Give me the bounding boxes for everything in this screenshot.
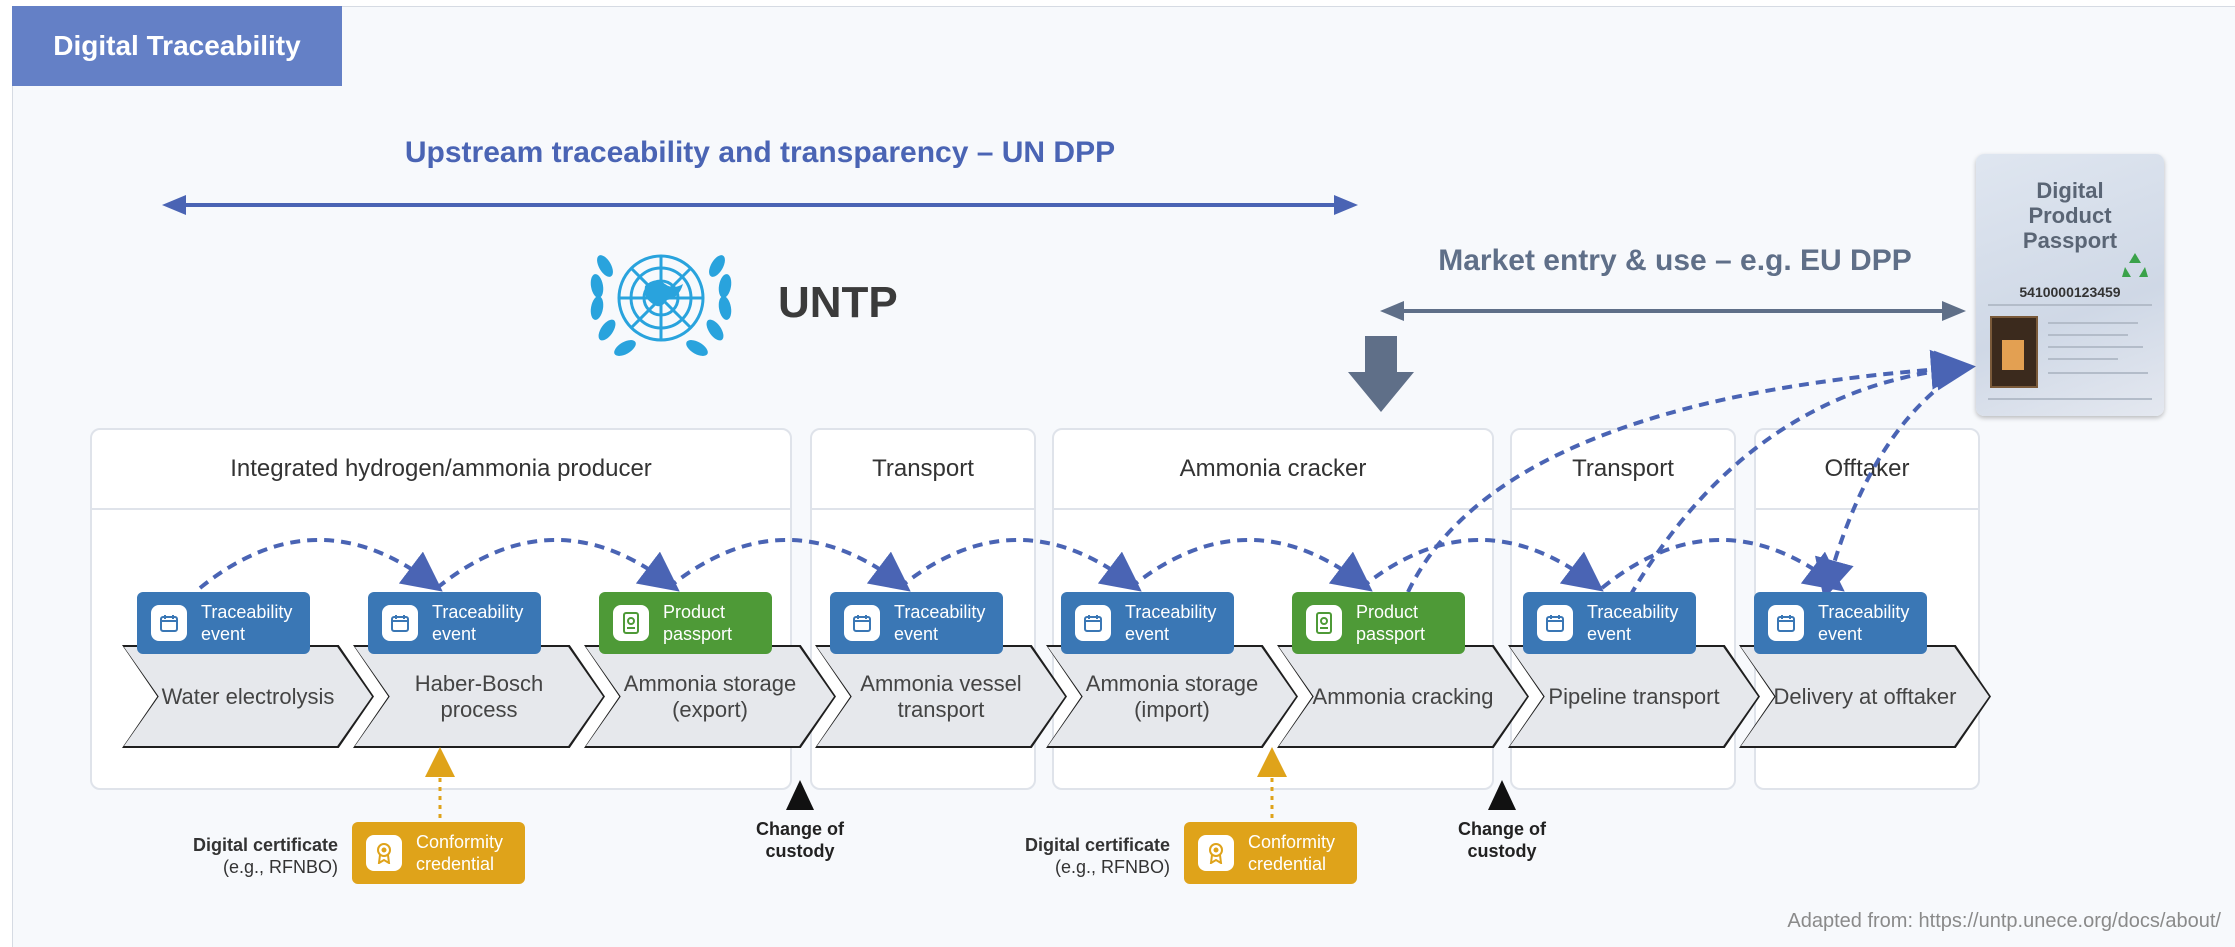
market-label: Market entry & use – e.g. EU DPP: [1438, 244, 1912, 277]
step-label: Ammonia vessel transport: [817, 647, 1065, 746]
calendar-icon: [382, 605, 418, 641]
upstream-arrow: [162, 195, 1358, 215]
page-title: Digital Traceability: [12, 6, 342, 86]
step-chevron: Pipeline transport: [1508, 645, 1760, 748]
custody-line-1: Change of: [756, 819, 844, 839]
caption-note: (e.g., RFNBO): [1054, 857, 1170, 877]
dpp-code: 5410000123459: [2019, 284, 2121, 300]
group-label: Transport: [812, 430, 1034, 510]
step-chevron: Ammonia cracking: [1277, 645, 1529, 748]
photo-icon: [1990, 316, 2038, 388]
step-label: Pipeline transport: [1510, 647, 1758, 746]
badge-label: Product passport: [663, 602, 733, 644]
upstream-label: Upstream traceability and transparency –…: [404, 136, 1116, 169]
step-chevron: Haber-Bosch process: [353, 645, 605, 748]
badge-label: Traceability event: [432, 602, 524, 644]
step-chevron: Ammonia vessel transport: [815, 645, 1067, 748]
custody-line-2: custody: [1467, 841, 1537, 861]
step-label: Haber-Bosch process: [355, 647, 603, 746]
custody-marker-icon: [1488, 780, 1516, 810]
custody-marker-icon: [786, 780, 814, 810]
step-chevron: Water electrolysis: [122, 645, 374, 748]
badge-label: Traceability event: [1587, 602, 1679, 644]
source-footnote: Adapted from: https://untp.unece.org/doc…: [1787, 910, 2221, 932]
traceability-event-badge: Traceability event: [1061, 592, 1234, 654]
badge-label: Conformity credential: [416, 832, 504, 874]
calendar-icon: [1768, 605, 1804, 641]
award-icon: [1198, 835, 1234, 871]
custody-line-1: Change of: [1458, 819, 1546, 839]
custody-line-2: custody: [765, 841, 835, 861]
badge-label: Traceability event: [201, 602, 293, 644]
digital-certificate-caption: Digital certificate (e.g., RFNBO): [138, 834, 338, 878]
passport-icon: [1306, 605, 1342, 641]
award-icon: [366, 835, 402, 871]
conformity-credential-badge: Conformity credential: [1184, 822, 1357, 884]
market-arrow: [1380, 301, 1966, 321]
conformity-credential-badge: Conformity credential: [352, 822, 525, 884]
step-chevron: Ammonia storage (import): [1046, 645, 1298, 748]
digital-certificate-caption: Digital certificate (e.g., RFNBO): [970, 834, 1170, 878]
traceability-event-badge: Traceability event: [137, 592, 310, 654]
calendar-icon: [844, 605, 880, 641]
product-passport-badge: Product passport: [1292, 592, 1465, 654]
traceability-event-badge: Traceability event: [368, 592, 541, 654]
untp-label: UNTP: [778, 278, 898, 327]
badge-label: Product passport: [1356, 602, 1426, 644]
caption-bold: Digital certificate: [192, 835, 338, 855]
divider: [2048, 322, 2138, 324]
badge-label: Traceability event: [894, 602, 986, 644]
change-of-custody-label: Change of custody: [1432, 818, 1572, 862]
step-label: Delivery at offtaker: [1741, 647, 1989, 746]
passport-icon: [613, 605, 649, 641]
traceability-event-badge: Traceability event: [1754, 592, 1927, 654]
divider: [1988, 398, 2152, 400]
caption-bold: Digital certificate: [1024, 835, 1170, 855]
caption-note: (e.g., RFNBO): [222, 857, 338, 877]
calendar-icon: [1075, 605, 1111, 641]
group-label: Integrated hydrogen/ammonia producer: [92, 430, 790, 510]
step-label: Ammonia storage (export): [586, 647, 834, 746]
step-chevron: Delivery at offtaker: [1739, 645, 1991, 748]
down-arrow-icon: [1348, 336, 1414, 412]
divider: [2048, 372, 2148, 374]
group-label: Transport: [1512, 430, 1734, 510]
dpp-title: Digital Product Passport: [2022, 178, 2118, 253]
step-label: Ammonia storage (import): [1048, 647, 1296, 746]
change-of-custody-label: Change of custody: [730, 818, 870, 862]
badge-label: Conformity credential: [1248, 832, 1336, 874]
divider: [2048, 346, 2143, 348]
calendar-icon: [151, 605, 187, 641]
badge-label: Traceability event: [1125, 602, 1217, 644]
divider: [2048, 358, 2118, 360]
step-label: Water electrolysis: [124, 647, 372, 746]
calendar-icon: [1537, 605, 1573, 641]
step-label: Ammonia cracking: [1279, 647, 1527, 746]
un-emblem-icon: [590, 254, 732, 356]
recycle-icon: [2122, 253, 2148, 277]
divider: [1988, 304, 2152, 306]
group-label: Ammonia cracker: [1054, 430, 1492, 510]
traceability-event-badge: Traceability event: [830, 592, 1003, 654]
step-chevron: Ammonia storage (export): [584, 645, 836, 748]
divider: [2048, 334, 2128, 336]
traceability-event-badge: Traceability event: [1523, 592, 1696, 654]
badge-label: Traceability event: [1818, 602, 1910, 644]
digital-product-passport-card: Digital Product Passport 5410000123459: [1976, 154, 2164, 416]
product-passport-badge: Product passport: [599, 592, 772, 654]
